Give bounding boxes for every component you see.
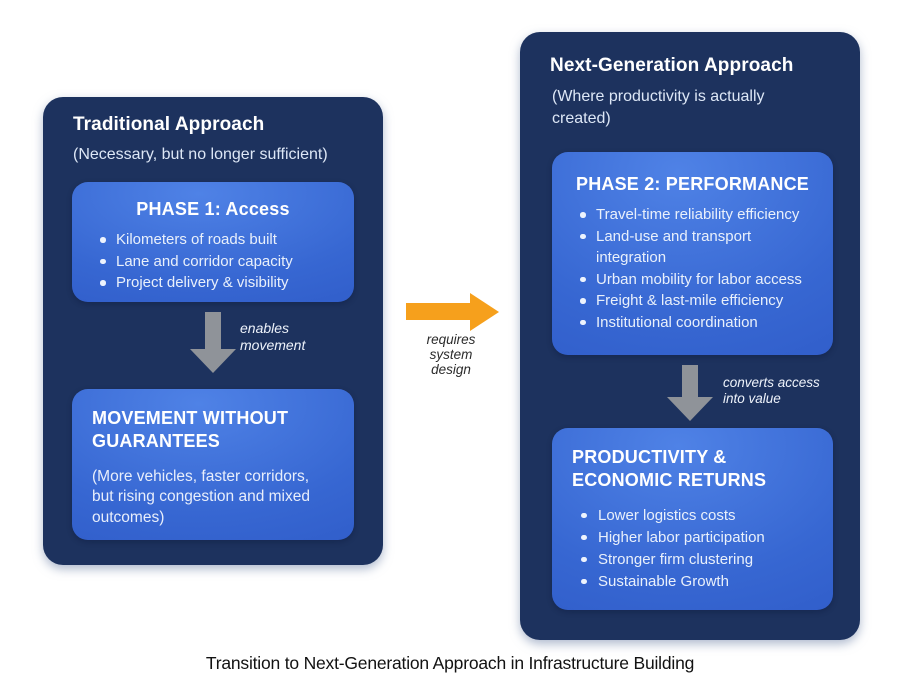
traditional-approach-panel: Traditional Approach (Necessary, but no … [43, 97, 383, 565]
bullet-item: Lower logistics costs [581, 505, 813, 527]
bullet-item: Lane and corridor capacity [100, 251, 354, 273]
down-arrow-shaft [205, 312, 221, 349]
enables-movement-label: enables movement [240, 320, 306, 353]
phase1-access-box: PHASE 1: Access Kilometers of roads buil… [72, 182, 354, 302]
bullet-item: Kilometers of roads built [100, 229, 354, 251]
movement-box-body: (More vehicles, faster corridors, but ri… [92, 467, 310, 526]
down-arrow-head [667, 397, 713, 421]
phase2-box-title: PHASE 2: PERFORMANCE [575, 174, 810, 194]
down-arrow-shaft [682, 365, 698, 397]
bullet-item: Project delivery & visibility [100, 272, 354, 294]
bullet-item: Sustainable Growth [581, 571, 813, 593]
down-arrow-icon [667, 365, 713, 421]
traditional-panel-title: Traditional Approach [73, 114, 265, 135]
converts-access-label: converts access into value [723, 375, 820, 406]
down-arrow-head [190, 349, 236, 373]
bullet-item: Freight & last-mile efficiency [580, 290, 833, 312]
down-arrow-icon [190, 312, 236, 373]
next-gen-panel-title: Next-Generation Approach [550, 55, 794, 76]
right-arrow-shaft [406, 303, 470, 320]
right-arrow-head [470, 293, 499, 331]
movement-box-title: MOVEMENT WITHOUT GUARANTEES [92, 408, 289, 452]
next-generation-approach-panel: Next-Generation Approach (Where producti… [520, 32, 860, 640]
bullet-item: Travel-time reliability efficiency [580, 204, 833, 226]
bullet-item: Institutional coordination [580, 312, 833, 334]
productivity-returns-box: PRODUCTIVITY & ECONOMIC RETURNS Lower lo… [552, 428, 833, 610]
requires-system-design-label: requires system design [426, 332, 476, 378]
movement-without-guarantees-box: MOVEMENT WITHOUT GUARANTEES (More vehicl… [72, 389, 354, 540]
productivity-box-title: PRODUCTIVITY & ECONOMIC RETURNS [572, 447, 767, 491]
bullet-item: Stronger firm clustering [581, 549, 813, 571]
bullet-item: Urban mobility for labor access [580, 269, 833, 291]
bullet-item: Land-use and transport integration [580, 226, 833, 269]
phase2-performance-box: PHASE 2: PERFORMANCE Travel-time reliabi… [552, 152, 833, 355]
next-gen-panel-subtitle: (Where productivity is actually created) [552, 88, 765, 128]
phase1-box-title: PHASE 1: Access [136, 199, 290, 219]
figure-caption: Transition to Next-Generation Approach i… [205, 653, 695, 673]
traditional-panel-subtitle: (Necessary, but no longer sufficient) [73, 146, 328, 163]
right-arrow-icon [406, 293, 500, 331]
bullet-item: Higher labor participation [581, 527, 813, 549]
